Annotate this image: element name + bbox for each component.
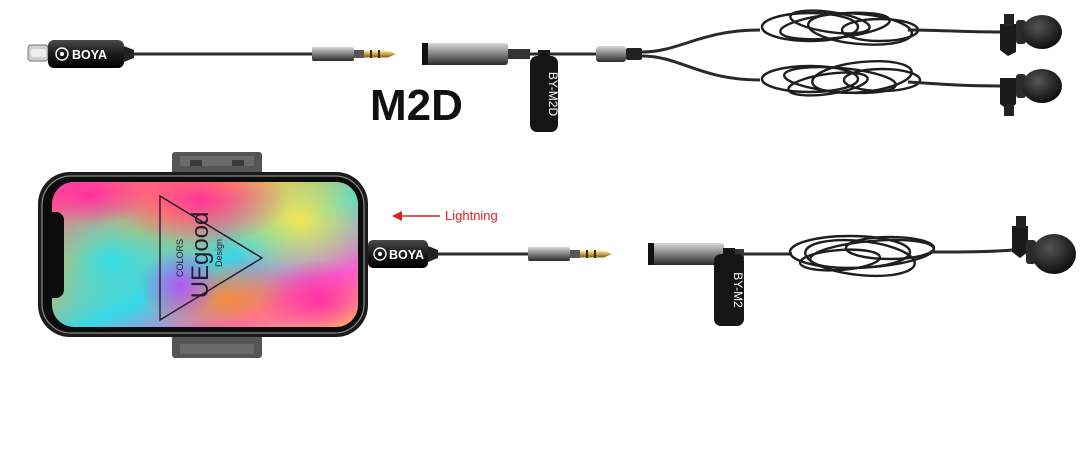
smartphone: COLORS UEgood Design xyxy=(38,172,368,337)
top-lightning-adapter: BOYA xyxy=(27,40,396,68)
screen-text-colors: COLORS xyxy=(175,239,185,277)
screen-text-design: Design xyxy=(214,239,224,267)
screen-text-brand: UEgood xyxy=(187,212,214,299)
phone-screen xyxy=(52,182,358,327)
model-title: M2D xyxy=(370,81,463,130)
bottom-cable-tag: BY-M2 xyxy=(731,272,745,308)
top-adapter-brand: BOYA xyxy=(72,48,107,62)
boya-logo-icon xyxy=(55,47,69,61)
bottom-lightning-adapter: BOYA xyxy=(368,240,612,268)
bottom-single-lavalier: BY-M2 xyxy=(648,216,1076,326)
arrow-left-icon xyxy=(392,211,402,221)
top-dual-lavalier: BY-M2D xyxy=(422,9,1062,132)
callout-label: Lightning xyxy=(445,208,498,223)
top-cable-tag: BY-M2D xyxy=(546,72,560,117)
boya-logo-icon xyxy=(373,247,387,261)
bottom-adapter-brand: BOYA xyxy=(389,248,424,262)
lightning-callout: Lightning xyxy=(392,208,498,223)
